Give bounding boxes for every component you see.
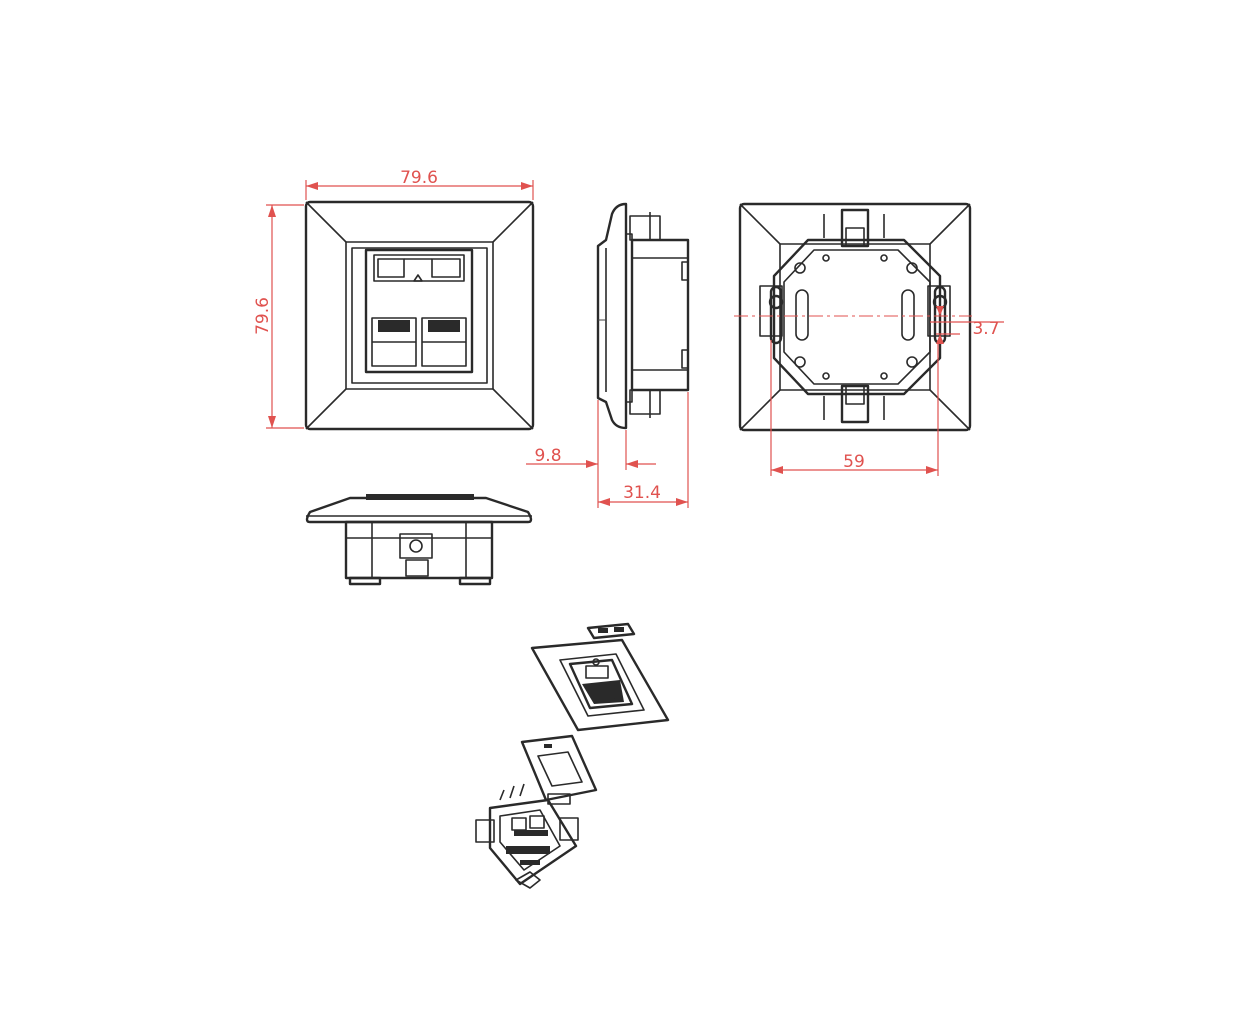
front-height-dimension: 79.6 — [253, 204, 304, 429]
side-frame-depth-label: 9.8 — [534, 446, 561, 466]
exploded-view — [475, 622, 670, 889]
back-offset-label: 3.7 — [972, 319, 999, 339]
side-total-depth-dimension: 31.4 — [598, 392, 689, 508]
back-view: 3.7 59 — [734, 202, 1004, 476]
front-view: 79.6 79.6 — [253, 168, 535, 431]
top-view — [305, 494, 533, 586]
front-height-label: 79.6 — [253, 297, 273, 335]
front-width-label: 79.6 — [400, 168, 438, 188]
front-width-dimension: 79.6 — [305, 168, 534, 200]
side-total-depth-label: 31.4 — [623, 483, 661, 503]
side-view: 9.8 31.4 — [526, 202, 690, 508]
side-frame-depth-dimension: 9.8 — [526, 400, 656, 508]
back-hole-spacing-dimension: 59 — [770, 340, 939, 476]
back-hole-spacing-label: 59 — [843, 452, 865, 472]
